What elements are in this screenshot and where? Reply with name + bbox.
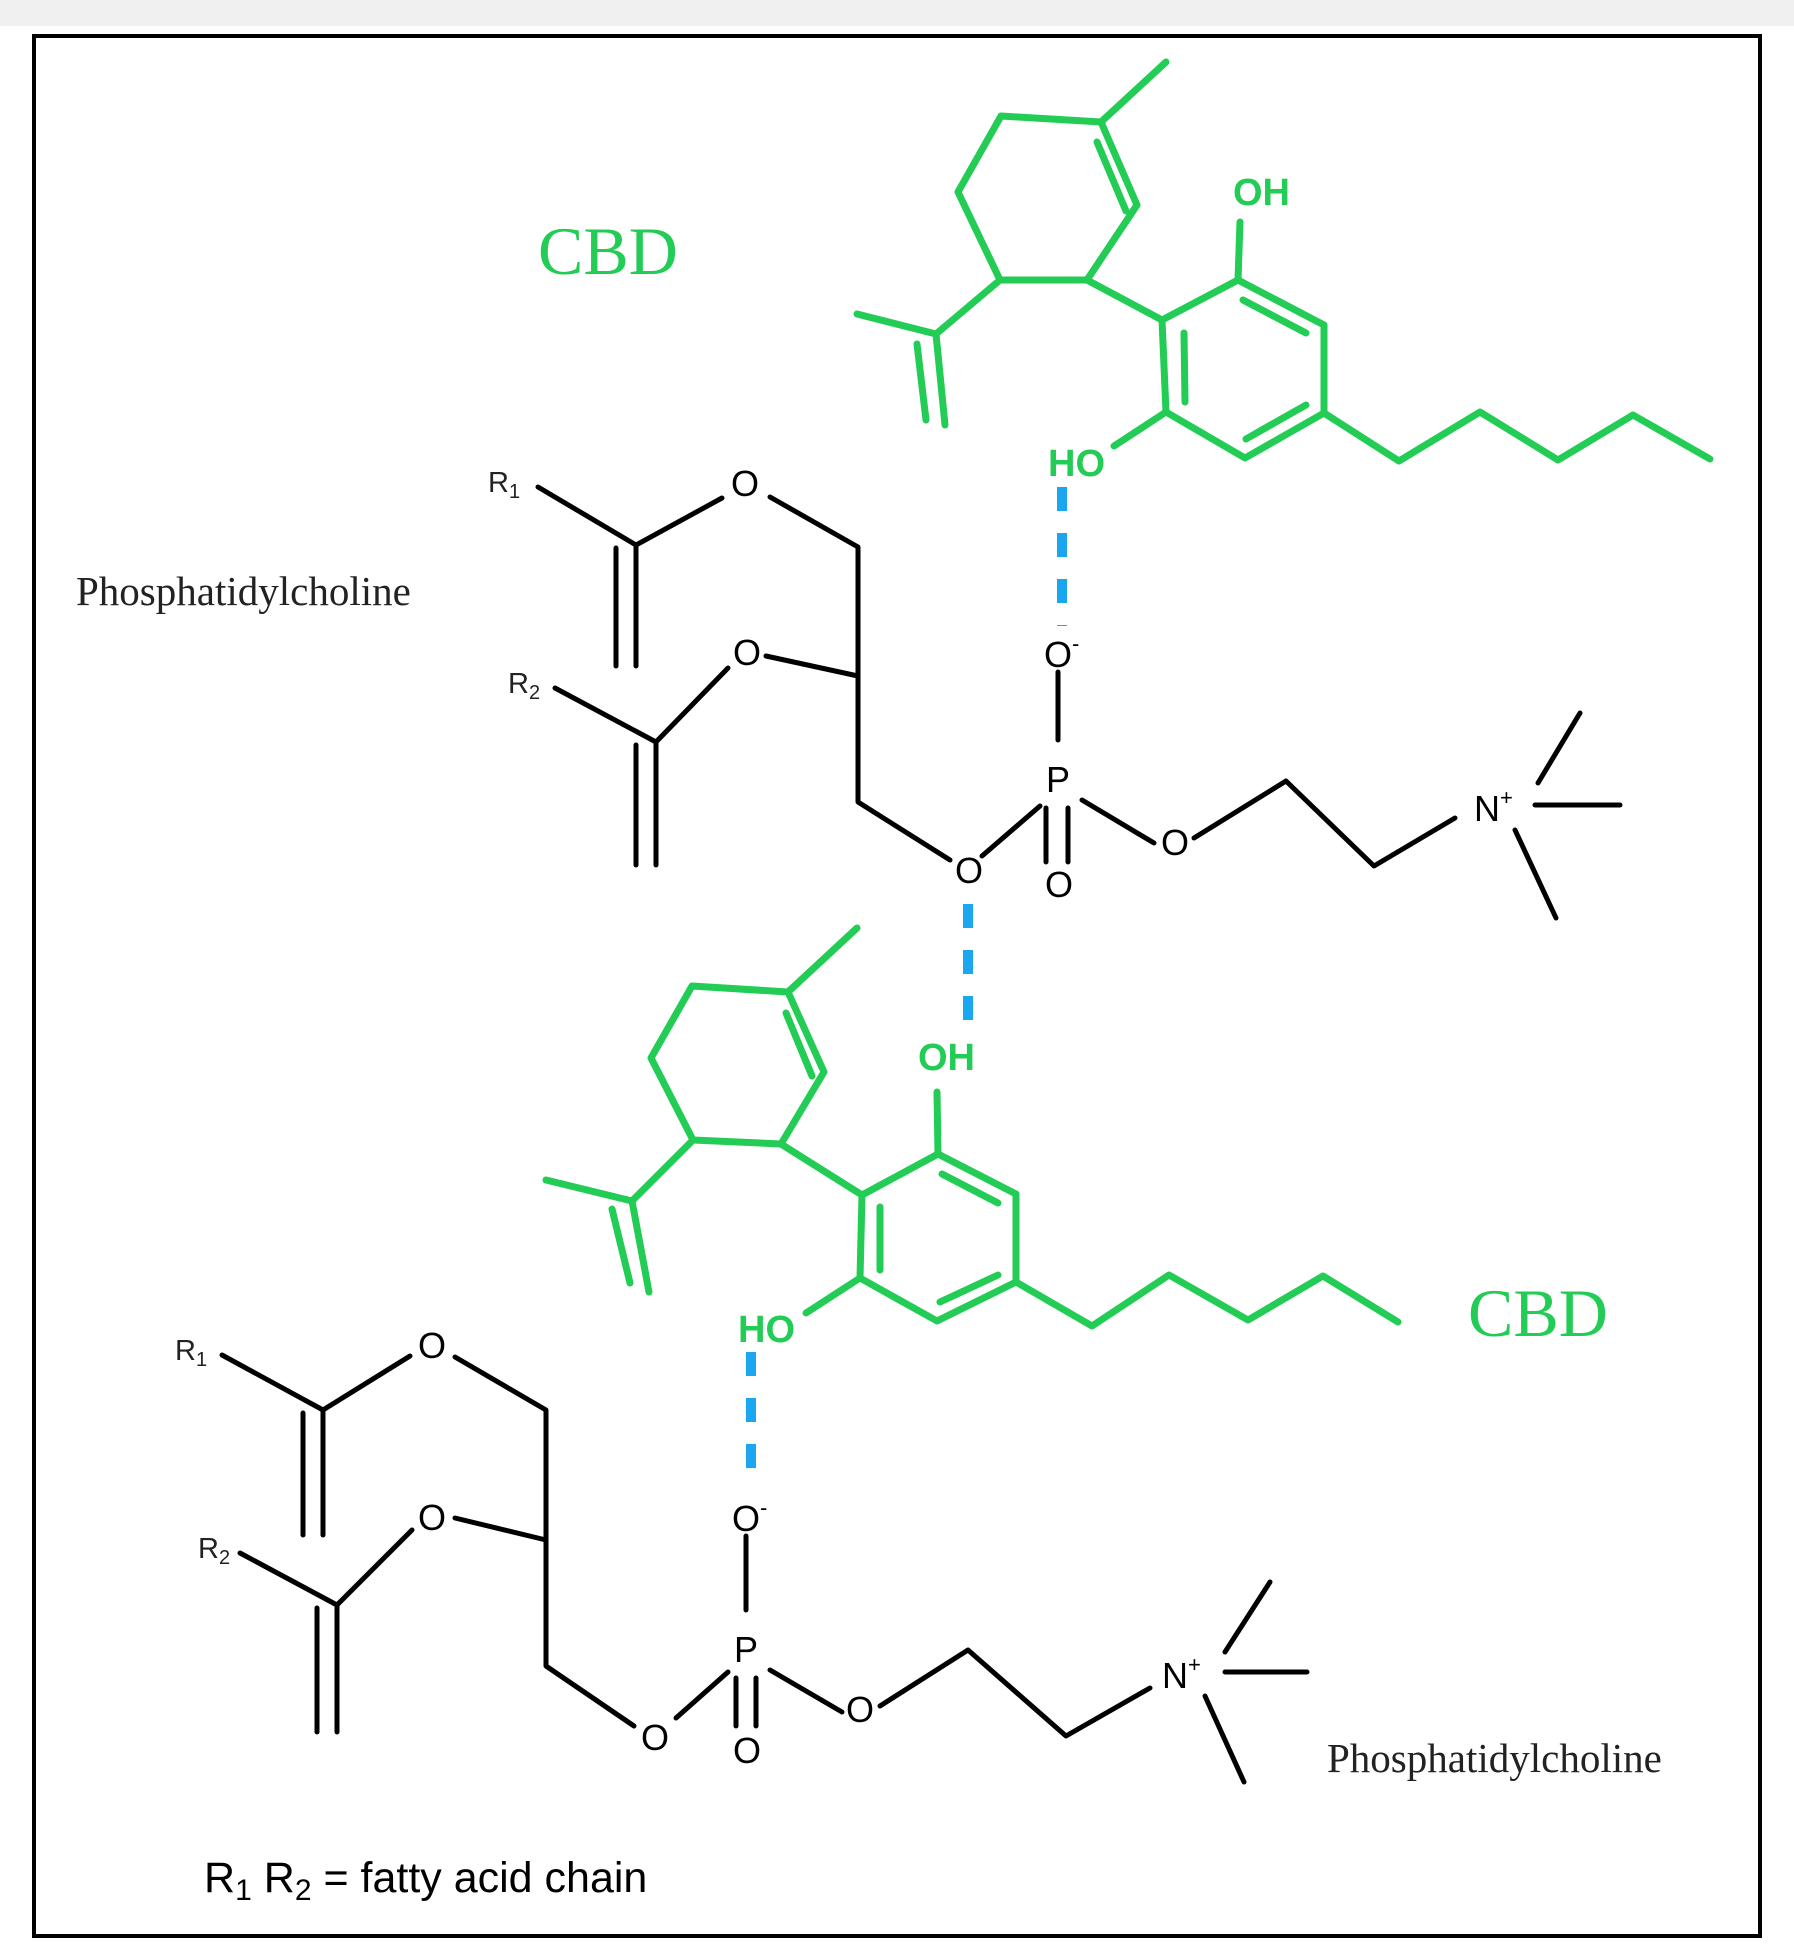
pc-bottom-nitrogen: N+ [1162,1652,1201,1696]
pc-top-r1-label: R1 [488,467,520,503]
cbd-top-oh-bond [1234,218,1244,284]
hydrogen-bonds [746,487,1067,1480]
pc-top-phosphate [979,669,1157,865]
pc-top-r2-label: R2 [508,668,540,704]
cbd-top-ho-label: HO [1048,443,1105,485]
cbd-top-ho-bond [1110,408,1170,450]
cbd-bottom-aromatic-double-bonds [876,1170,1002,1306]
cbd-molecule-top: OH HO [853,58,1714,485]
cbd-bottom-ho-bond [802,1274,864,1317]
cbd-bottom-isopropenyl [542,1136,697,1296]
cbd-label-bottom: CBD [1468,1275,1608,1351]
cbd-top-pentyl-chain [1320,408,1714,465]
cbd-top-oh-label: OH [1233,172,1290,214]
pc-bottom-ester-o2: O [418,1497,446,1538]
pc-top-anionic-o: O- [1044,631,1079,675]
pc-top-acyl-r2 [552,653,861,868]
cbd-top-aromatic-double-bonds [1180,296,1310,443]
pc-bottom-ester-o1: O [418,1325,446,1366]
cbd-molecule-bottom: OH HO [542,924,1402,1351]
pc-bottom-phosphorus: P [734,1629,758,1670]
pc-top-bridge-o: O [955,850,983,891]
pc-top-trimethylammonium [1512,710,1623,921]
pc-bottom-acyl-r2 [237,1515,549,1735]
cbd-bottom-pentyl-chain [1012,1271,1402,1330]
cbd-bottom-oh-bond [933,1088,942,1158]
pc-bottom-trimethylammonium [1202,1579,1310,1785]
pc-top-acyl-r1 [535,484,725,669]
pc-bottom-phosphate [673,1533,845,1729]
cbd-top-ring-double-bond [1093,138,1130,215]
phosphatidylcholine-label-bottom: Phosphatidylcholine [1327,1735,1662,1781]
cbd-bottom-oh-label: OH [918,1037,975,1079]
pc-top-ester-o2: O [733,632,761,673]
cbd-bottom-methyl [784,924,861,996]
cbd-bottom-ring-double-bond [782,1009,816,1080]
pc-bottom-r2-label: R2 [198,1533,230,1569]
pc-bottom-choline [877,1647,1153,1739]
phosphatidylcholine-top: R1 R2 O O O- P O O O N+ [488,463,1623,921]
pc-top-choline-o: O [1161,822,1189,863]
diagram-frame [32,34,1762,1938]
pc-top-choline [1191,778,1458,869]
pc-bottom-phosphoryl-o: O [733,1730,761,1771]
pc-top-phosphoryl-o: O [1045,864,1073,905]
cbd-bottom-ho-label: HO [738,1309,795,1351]
cbd-bottom-ring-link [777,1140,866,1199]
cbd-label-top: CBD [538,213,678,289]
pc-bottom-choline-o: O [846,1689,874,1730]
pc-bottom-acyl-r1 [219,1352,413,1538]
cbd-top-methyl [1097,58,1170,126]
pc-bottom-r1-label: R1 [175,1335,207,1371]
top-strip [0,0,1794,26]
phosphatidylcholine-bottom: R1 R2 O O O- P O O O N+ [175,1325,1310,1785]
pc-top-ester-o1: O [731,463,759,504]
cbd-top-ring-link [1083,276,1166,324]
pc-bottom-anionic-o: O- [732,1495,767,1539]
pc-bottom-bridge-o: O [641,1717,669,1758]
phosphatidylcholine-label-top: Phosphatidylcholine [76,568,411,614]
pc-top-phosphorus: P [1046,759,1070,800]
cbd-top-isopropenyl [853,276,1004,429]
pc-top-nitrogen: N+ [1474,785,1513,829]
